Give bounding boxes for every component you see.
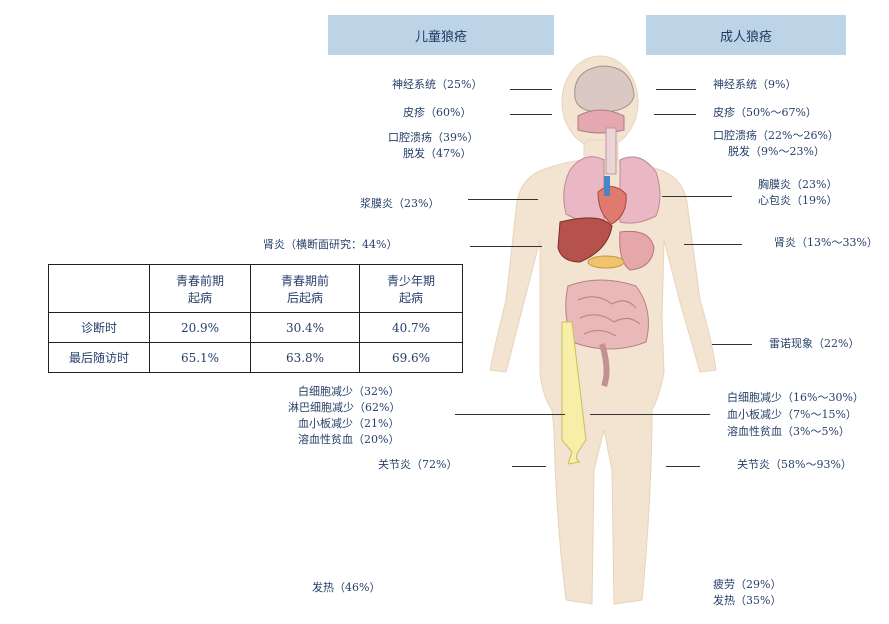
adult-nephritis-line	[684, 244, 742, 245]
child-hair-label: 脱发（47%）	[403, 147, 472, 160]
child-arthritis-label: 关节炎（72%）	[378, 458, 458, 471]
child-nephritis-label: 肾炎（横断面研究：44%）	[263, 238, 398, 251]
trachea	[605, 127, 617, 175]
child-serositis-line	[468, 199, 538, 200]
vessel	[604, 176, 610, 196]
table-corner-cell	[48, 264, 150, 313]
adult-thrombo-label: 血小板减少（7%～15%）	[727, 408, 857, 421]
table-header-text: 青春期前	[280, 273, 329, 288]
adult-nephritis-label: 肾炎（13%～33%）	[774, 236, 878, 249]
child-serositis-label: 浆膜炎（23%）	[360, 197, 440, 210]
brain	[574, 65, 635, 113]
adult-pleurisy-label: 胸膜炎（23%）	[758, 178, 838, 191]
adult-arthritis-label: 关节炎（58%～93%）	[737, 458, 852, 471]
adult-pleurisy-line	[662, 196, 732, 197]
child-lympho-label: 淋巴细胞减少（62%）	[288, 401, 401, 414]
child-rash-label: 皮疹（60%）	[403, 106, 472, 119]
table-row-label: 诊断时	[48, 312, 150, 343]
table-row: 最后随访时 65.1% 63.8% 69.6%	[48, 342, 463, 373]
table-row: 诊断时 20.9% 30.4% 40.7%	[48, 312, 463, 343]
right-lung	[619, 156, 661, 224]
liver	[557, 217, 613, 263]
adult-fever-label: 发热（35%）	[713, 594, 782, 607]
adult-neuro-label: 神经系统（9%）	[713, 78, 797, 91]
intestine-folds	[577, 296, 641, 337]
child-hemolytic-label: 溶血性贫血（20%）	[298, 433, 400, 446]
table-header-text: 青春前期	[175, 273, 224, 288]
bone	[561, 321, 587, 465]
adult-leuko-label: 白细胞减少（16%～30%）	[727, 391, 864, 404]
child-neuro-label: 神经系统（25%）	[392, 78, 483, 91]
child-rash-line	[510, 114, 552, 115]
child-blood-line	[455, 414, 565, 415]
adult-lupus-header: 成人狼疮	[646, 15, 846, 55]
child-neuro-line	[510, 89, 552, 90]
table-cell: 20.9%	[149, 312, 251, 343]
table-cell: 40.7%	[359, 312, 463, 343]
nephritis-onset-table: 青春前期 起病 青春期前 后起病 青少年期 起病 诊断时 20.9% 30.4%…	[48, 264, 463, 373]
adult-raynaud-label: 雷诺现象（22%）	[769, 337, 860, 350]
table-header-text: 起病	[398, 290, 423, 305]
intestines	[565, 279, 649, 350]
adult-rash-line	[654, 114, 696, 115]
adult-arthritis-line	[666, 466, 700, 467]
table-row-label: 最后随访时	[48, 342, 150, 373]
adult-hemolytic-label: 溶血性贫血（3%～5%）	[727, 425, 850, 438]
child-arthritis-line	[512, 466, 546, 467]
adult-pericarditis-label: 心包炎（19%）	[758, 194, 838, 207]
mouth	[577, 109, 625, 134]
table-header-cell: 青少年期 起病	[359, 264, 463, 313]
table-cell: 65.1%	[149, 342, 251, 373]
child-leuko-label: 白细胞减少（32%）	[298, 385, 400, 398]
table-header-text: 起病	[187, 290, 212, 305]
table-cell: 63.8%	[250, 342, 360, 373]
adult-oral-label: 口腔溃疡（22%～26%）	[713, 129, 839, 142]
adult-blood-line	[590, 414, 710, 415]
child-nephritis-line	[470, 246, 542, 247]
table-header-text: 青少年期	[386, 273, 435, 288]
child-oral-label: 口腔溃疡（39%）	[388, 131, 479, 144]
table-header-cell: 青春期前 后起病	[250, 264, 360, 313]
table-cell: 69.6%	[359, 342, 463, 373]
child-fever-label: 发热（46%）	[312, 581, 381, 594]
table-header-row: 青春前期 起病 青春期前 后起病 青少年期 起病	[48, 264, 463, 313]
child-lupus-header: 儿童狼疮	[328, 15, 554, 55]
rectum	[599, 343, 610, 388]
pancreas	[587, 255, 625, 269]
table-header-cell: 青春前期 起病	[149, 264, 251, 313]
adult-rash-label: 皮疹（50%～67%）	[713, 106, 817, 119]
table-cell: 30.4%	[250, 312, 360, 343]
adult-hair-label: 脱发（9%～23%）	[728, 145, 825, 158]
child-thrombo-label: 血小板减少（21%）	[298, 417, 400, 430]
adult-raynaud-line	[712, 344, 752, 345]
table-header-text: 后起病	[286, 290, 323, 305]
adult-fatigue-label: 疲劳（29%）	[713, 578, 782, 591]
adult-neuro-line	[656, 89, 696, 90]
stomach	[619, 230, 655, 271]
